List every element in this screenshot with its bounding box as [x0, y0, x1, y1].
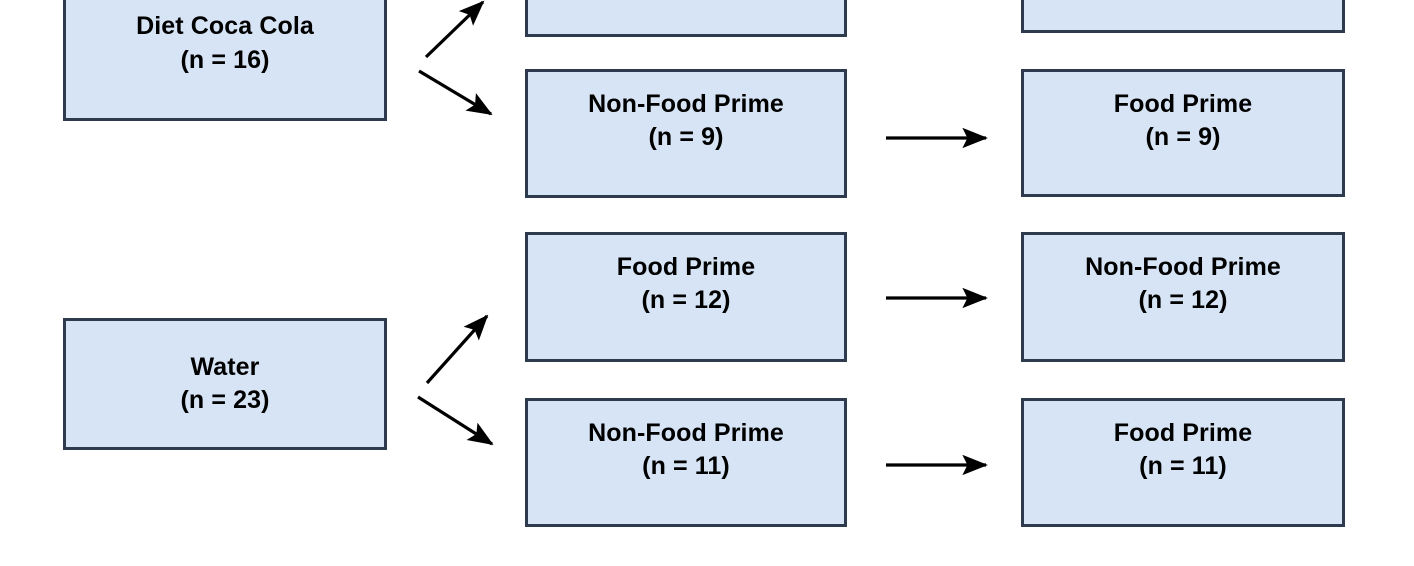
group-box-water-title: Water	[190, 352, 260, 381]
first-prime-box-water-non-food-prime-title: Non-Food Prime	[588, 419, 784, 447]
second-prime-box-water-food-prime[interactable]: Food Prime (n = 11)	[1021, 398, 1345, 527]
first-prime-box-dcc-non-food-prime[interactable]: Non-Food Prime (n = 9)	[525, 69, 847, 198]
first-prime-box-water-food-prime[interactable]: Food Prime (n = 12)	[525, 232, 847, 362]
second-prime-box-dcc-food-prime-count: (n = 9)	[1145, 123, 1221, 152]
first-prime-box-water-non-food-prime[interactable]: Non-Food Prime (n = 11)	[525, 398, 847, 527]
group-box-diet-coca-cola[interactable]: Diet Coca Cola (n = 16)	[63, 0, 387, 121]
first-prime-box-dcc-food-prime[interactable]: (n = 7)	[525, 0, 847, 37]
second-prime-box-dcc-food-prime-title: Food Prime	[1113, 90, 1253, 118]
group-box-water-count: (n = 23)	[180, 386, 270, 414]
first-prime-box-water-food-prime-count: (n = 12)	[641, 286, 731, 315]
second-prime-box-water-non-food-prime[interactable]: Non-Food Prime (n = 12)	[1021, 232, 1345, 362]
first-prime-box-water-non-food-prime-count: (n = 11)	[642, 452, 730, 481]
second-prime-box-water-non-food-prime-count: (n = 12)	[1138, 286, 1228, 315]
second-prime-box-dcc-non-food-prime[interactable]: (n = 7)	[1021, 0, 1345, 33]
arrow-dcc-to-food-prime	[424, 0, 485, 59]
second-prime-box-dcc-food-prime[interactable]: Food Prime (n = 9)	[1021, 69, 1345, 197]
arrow-water-to-food-prime	[425, 314, 489, 385]
group-box-diet-coca-cola-title: Diet Coca Cola	[136, 12, 314, 41]
arrow-water-to-non-food-prime	[417, 395, 494, 446]
group-box-water[interactable]: Water (n = 23)	[63, 318, 387, 450]
arrow-dcc-to-non-food-prime	[418, 69, 493, 116]
first-prime-box-dcc-non-food-prime-count: (n = 9)	[648, 123, 724, 152]
second-prime-box-water-non-food-prime-title: Non-Food Prime	[1085, 253, 1281, 281]
group-box-diet-coca-cola-count: (n = 16)	[180, 45, 270, 74]
first-prime-box-water-food-prime-title: Food Prime	[616, 253, 756, 281]
first-prime-box-dcc-non-food-prime-title: Non-Food Prime	[588, 90, 784, 118]
second-prime-box-water-food-prime-title: Food Prime	[1113, 419, 1253, 447]
second-prime-box-water-food-prime-count: (n = 11)	[1139, 452, 1227, 481]
